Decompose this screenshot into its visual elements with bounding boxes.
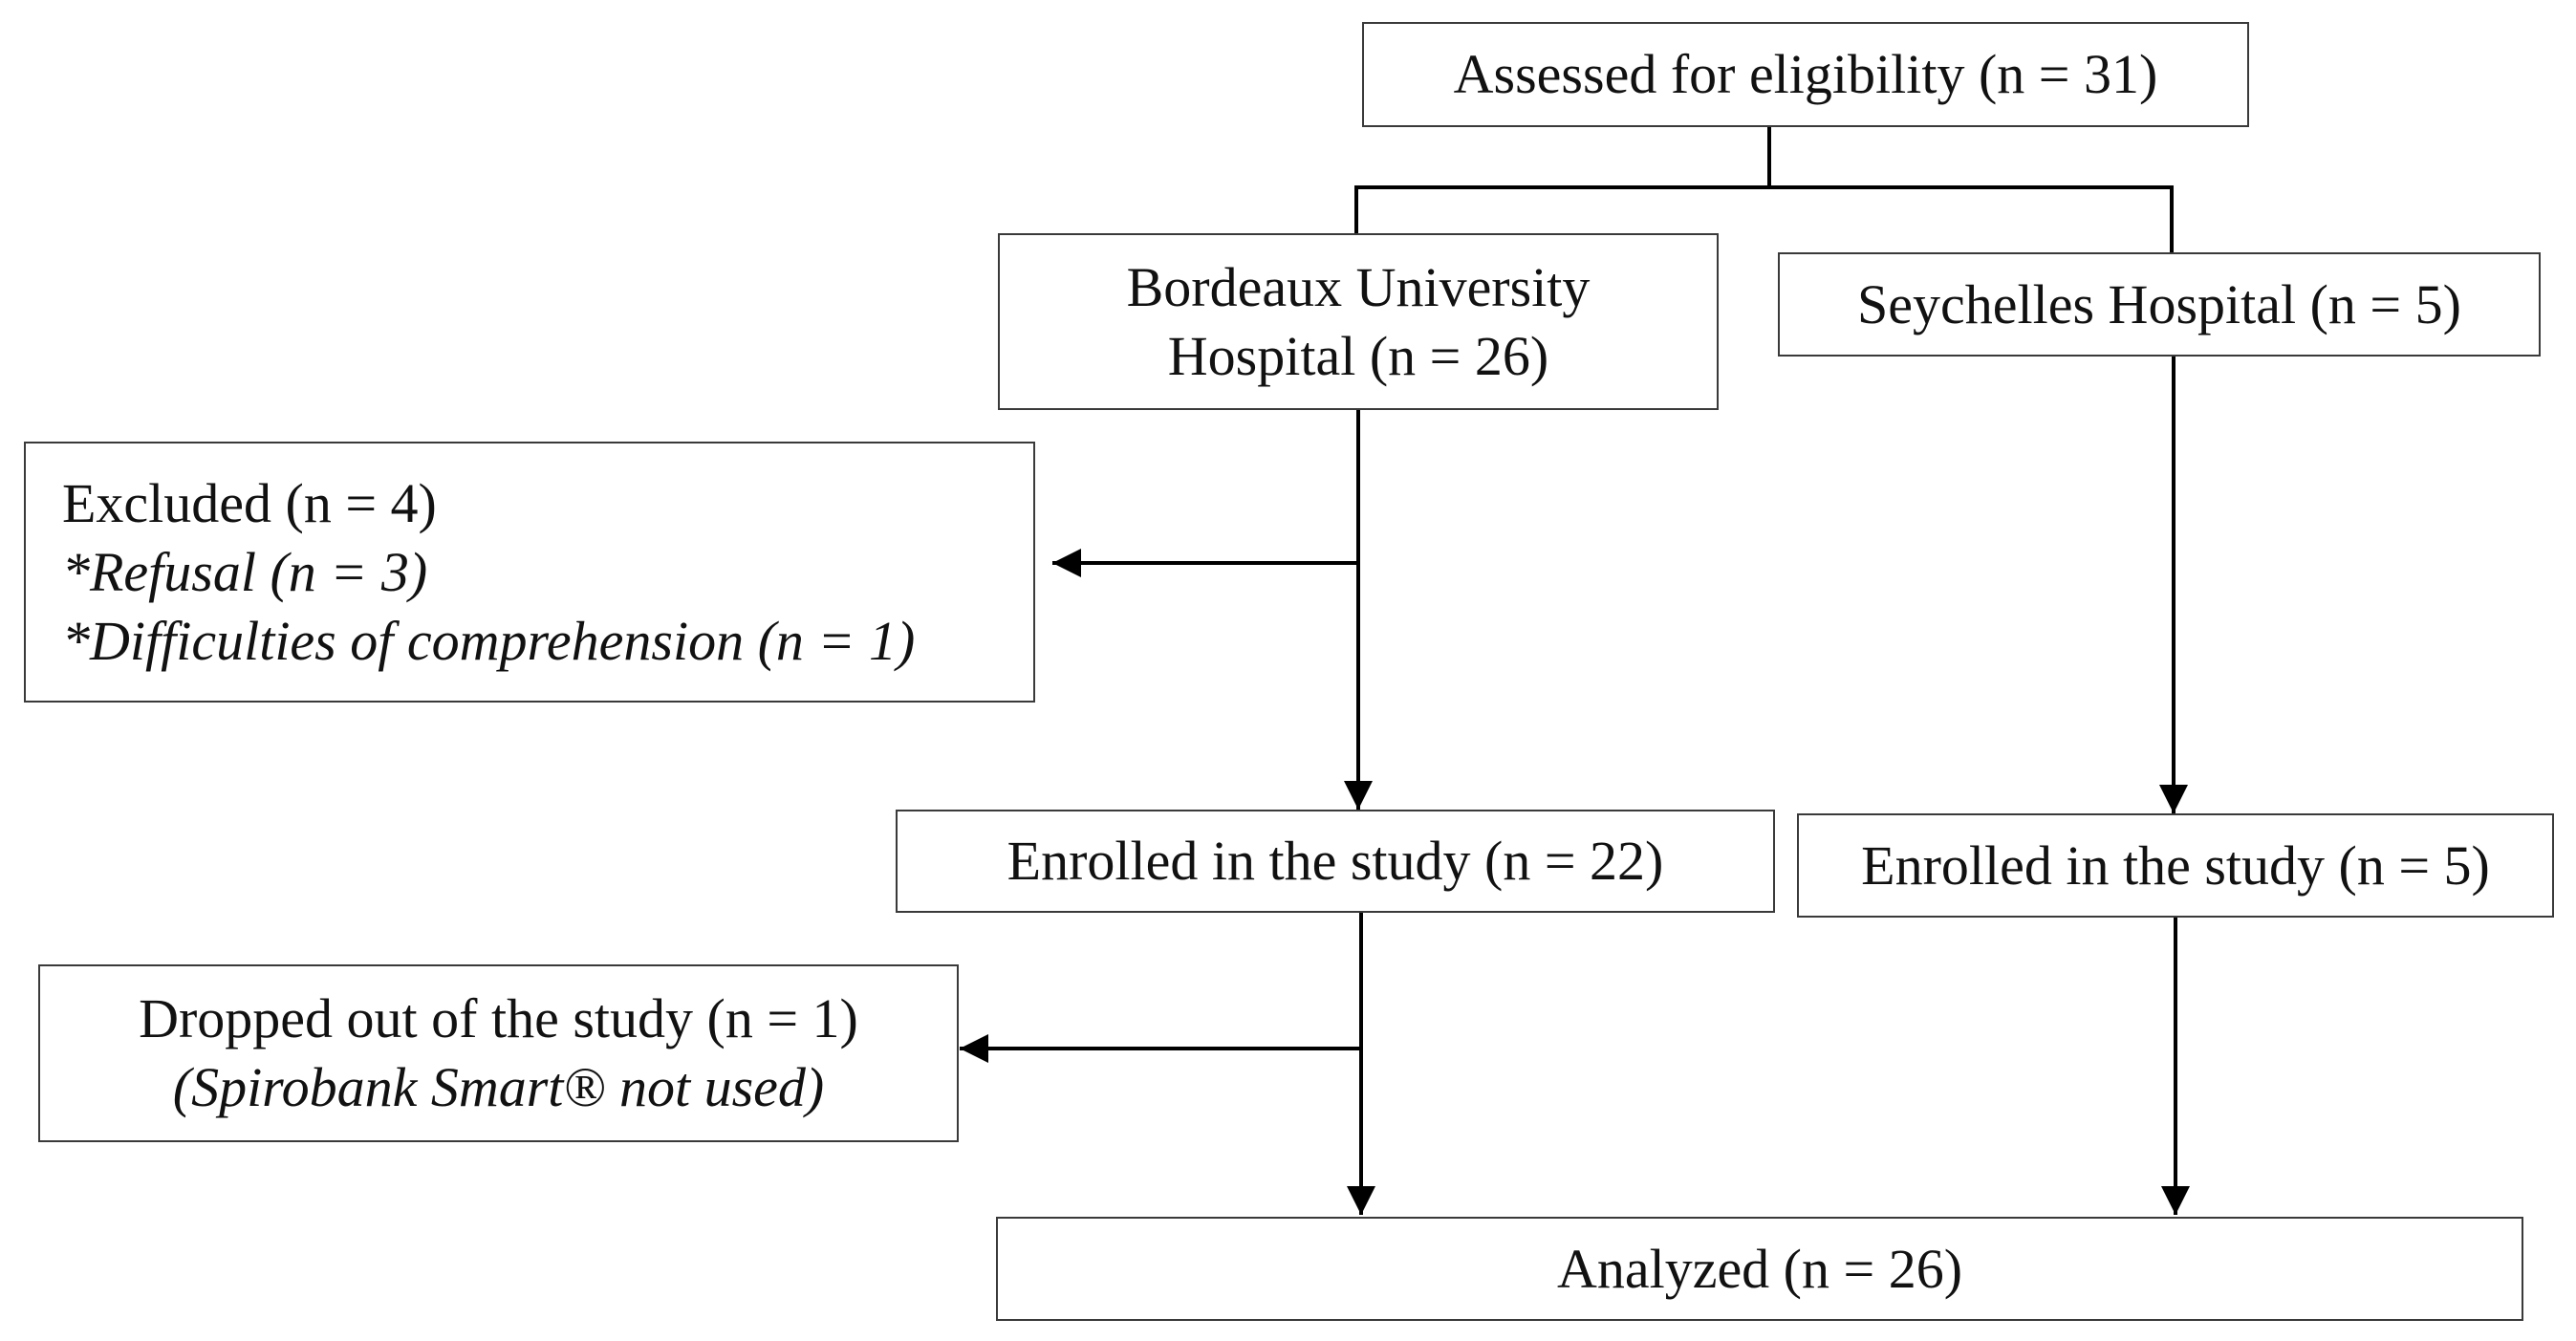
node-excluded: Excluded (n = 4) *Refusal (n = 3) *Diffi… <box>24 442 1035 703</box>
node-dropped-reason: (Spirobank Smart® not used) <box>172 1056 825 1118</box>
node-dropped-title: Dropped out of the study (n = 1) <box>139 987 858 1049</box>
node-enrolled-bordeaux: Enrolled in the study (n = 22) <box>896 810 1775 913</box>
node-seychelles-label: Seychelles Hospital (n = 5) <box>1857 272 2461 335</box>
node-excluded-reason-refusal: *Refusal (n = 3) <box>62 540 428 603</box>
node-enrolled-bordeaux-label: Enrolled in the study (n = 22) <box>1007 830 1664 892</box>
node-excluded-title: Excluded (n = 4) <box>62 471 437 534</box>
node-bordeaux-hospital: Bordeaux University Hospital (n = 26) <box>998 233 1719 410</box>
node-enrolled-seychelles: Enrolled in the study (n = 5) <box>1797 813 2554 918</box>
node-bordeaux-label-line1: Bordeaux University <box>1126 255 1591 318</box>
node-dropped-out: Dropped out of the study (n = 1) (Spirob… <box>38 964 959 1142</box>
node-bordeaux-label-line2: Hospital (n = 26) <box>1167 324 1549 387</box>
node-analyzed: Analyzed (n = 26) <box>996 1217 2523 1321</box>
node-analyzed-label: Analyzed (n = 26) <box>1556 1237 1963 1300</box>
node-assessed: Assessed for eligibility (n = 31) <box>1362 22 2249 127</box>
node-seychelles-hospital: Seychelles Hospital (n = 5) <box>1778 252 2541 357</box>
node-excluded-reason-comprehension: *Difficulties of comprehension (n = 1) <box>62 609 916 672</box>
node-enrolled-seychelles-label: Enrolled in the study (n = 5) <box>1861 833 2490 897</box>
node-assessed-label: Assessed for eligibility (n = 31) <box>1453 43 2158 105</box>
